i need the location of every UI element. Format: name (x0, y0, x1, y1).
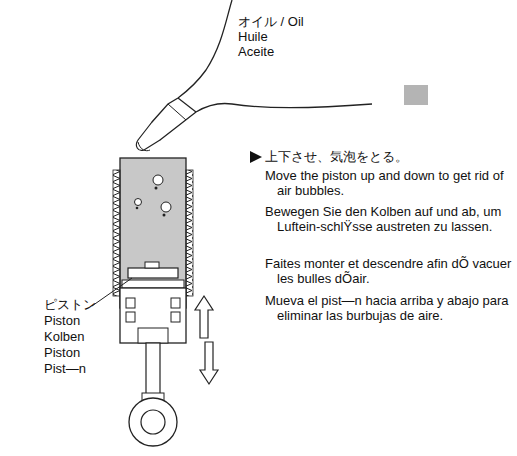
part-name: ピストン (44, 297, 96, 312)
instruction-text: Mueva el pist—n hacia arriba y abajo par… (265, 293, 517, 323)
motion-arrows (195, 296, 218, 384)
damper-body (113, 158, 193, 446)
bottle-text: Huile (238, 29, 358, 44)
instruction-text: 上下させ、気泡をとる。 (265, 149, 510, 164)
part-name: Piston (44, 345, 80, 360)
pointer-triangle (250, 151, 262, 163)
step-marker (404, 85, 428, 105)
instruction-text: Faites monter et descendre afin dÕ vacue… (265, 256, 517, 286)
leader-line (92, 278, 132, 306)
instruction-text: Bewegen Sie den Kolben auf und ab, um Lu… (265, 204, 517, 234)
part-name: Pist—n (44, 361, 86, 376)
bottle-text: Aceite (238, 44, 358, 59)
oil-bottle (136, 0, 372, 151)
instruction-text: Move the piston up and down to get rid o… (265, 168, 517, 198)
part-name: Kolben (44, 329, 84, 344)
oil-bottle-label: オイル / OilHuileAceite (238, 14, 358, 59)
part-name: Piston (44, 313, 80, 328)
bottle-text: オイル / Oil (238, 14, 358, 29)
